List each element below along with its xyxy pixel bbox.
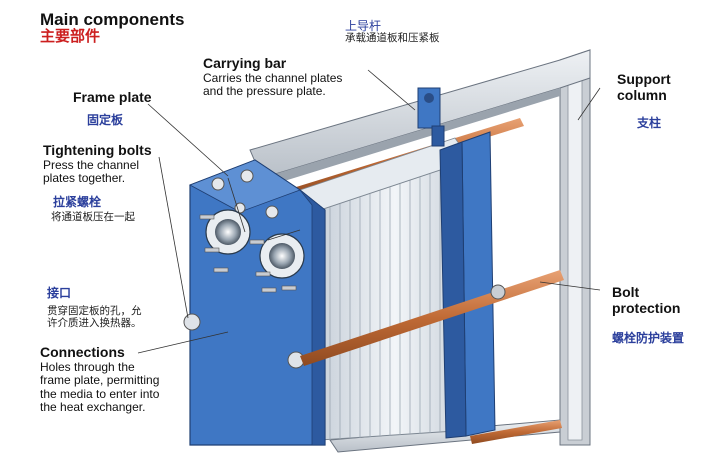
connections-zh-desc-1: 贯穿固定板的孔，允 (47, 305, 142, 318)
support-column-zh: 支柱 (637, 116, 662, 131)
frame-plate-title: Frame plate (73, 89, 152, 105)
support-column-block: Support column 支柱 (617, 71, 671, 131)
carrying-bar-zh-block: 上导杆 承载通道板和压紧板 (345, 19, 440, 45)
tightening-bolts-title: Tightening bolts (43, 142, 152, 158)
carrying-bar-hanger (417, 87, 445, 147)
bolt-protection-zh: 螺栓防护装置 (612, 331, 685, 346)
pressure-plate (439, 131, 496, 439)
bolt-protection-title-1: Bolt (612, 284, 640, 300)
connections-title: Connections (40, 344, 125, 360)
carrying-bar-desc-2: and the pressure plate. (203, 84, 326, 99)
leader-lines (137, 69, 601, 354)
support-column-shape (559, 49, 591, 446)
frame-plate-block: Frame plate 固定板 (73, 89, 152, 127)
tightening-bolts-desc-1: Press the channel (43, 157, 140, 172)
frame-plate (183, 159, 326, 446)
connections-desc-2: frame plate, permitting (40, 373, 160, 388)
connections-zh: 接口 (47, 286, 72, 300)
carrying-bar-block: Carrying bar Carries the channel plates … (203, 55, 343, 99)
connections-zh-block: 接口 贯穿固定板的孔，允 许介质进入换热器。 (47, 286, 142, 330)
title-zh: 主要部件 (40, 28, 101, 46)
connections-desc-4: the heat exchanger. (40, 399, 146, 414)
carrying-bar-title: Carrying bar (203, 55, 287, 71)
tightening-bolts-zh-desc: 将通道板压在一起 (51, 210, 135, 223)
support-column-title-1: Support (617, 71, 671, 87)
bolt-protection-title-2: protection (612, 299, 681, 316)
carrying-bar-desc-1: Carries the channel plates (203, 70, 343, 85)
carrying-bar-zh-desc: 承载通道板和压紧板 (345, 32, 440, 45)
connections-desc-1: Holes through the (40, 359, 135, 374)
connections-block: Connections Holes through the frame plat… (40, 344, 160, 414)
bolt-protection-block: Bolt protection 螺栓防护装置 (612, 284, 685, 346)
carrying-bar-zh: 上导杆 (345, 19, 382, 33)
tightening-bolts-block: Tightening bolts Press the channel plate… (43, 142, 152, 224)
lower-tightening-bolts (300, 270, 564, 444)
title-block: Main components 主要部件 (40, 10, 185, 46)
title-en: Main components (40, 10, 185, 29)
frame-plate-zh: 固定板 (87, 112, 124, 127)
tightening-bolts-desc-2: plates together. (43, 171, 126, 186)
connections-zh-desc-2: 许介质进入换热器。 (47, 317, 142, 330)
support-column-title-2: column (617, 86, 667, 103)
tightening-bolts-zh: 拉紧螺栓 (53, 194, 102, 209)
connections-desc-3: the media to enter into (40, 386, 160, 401)
